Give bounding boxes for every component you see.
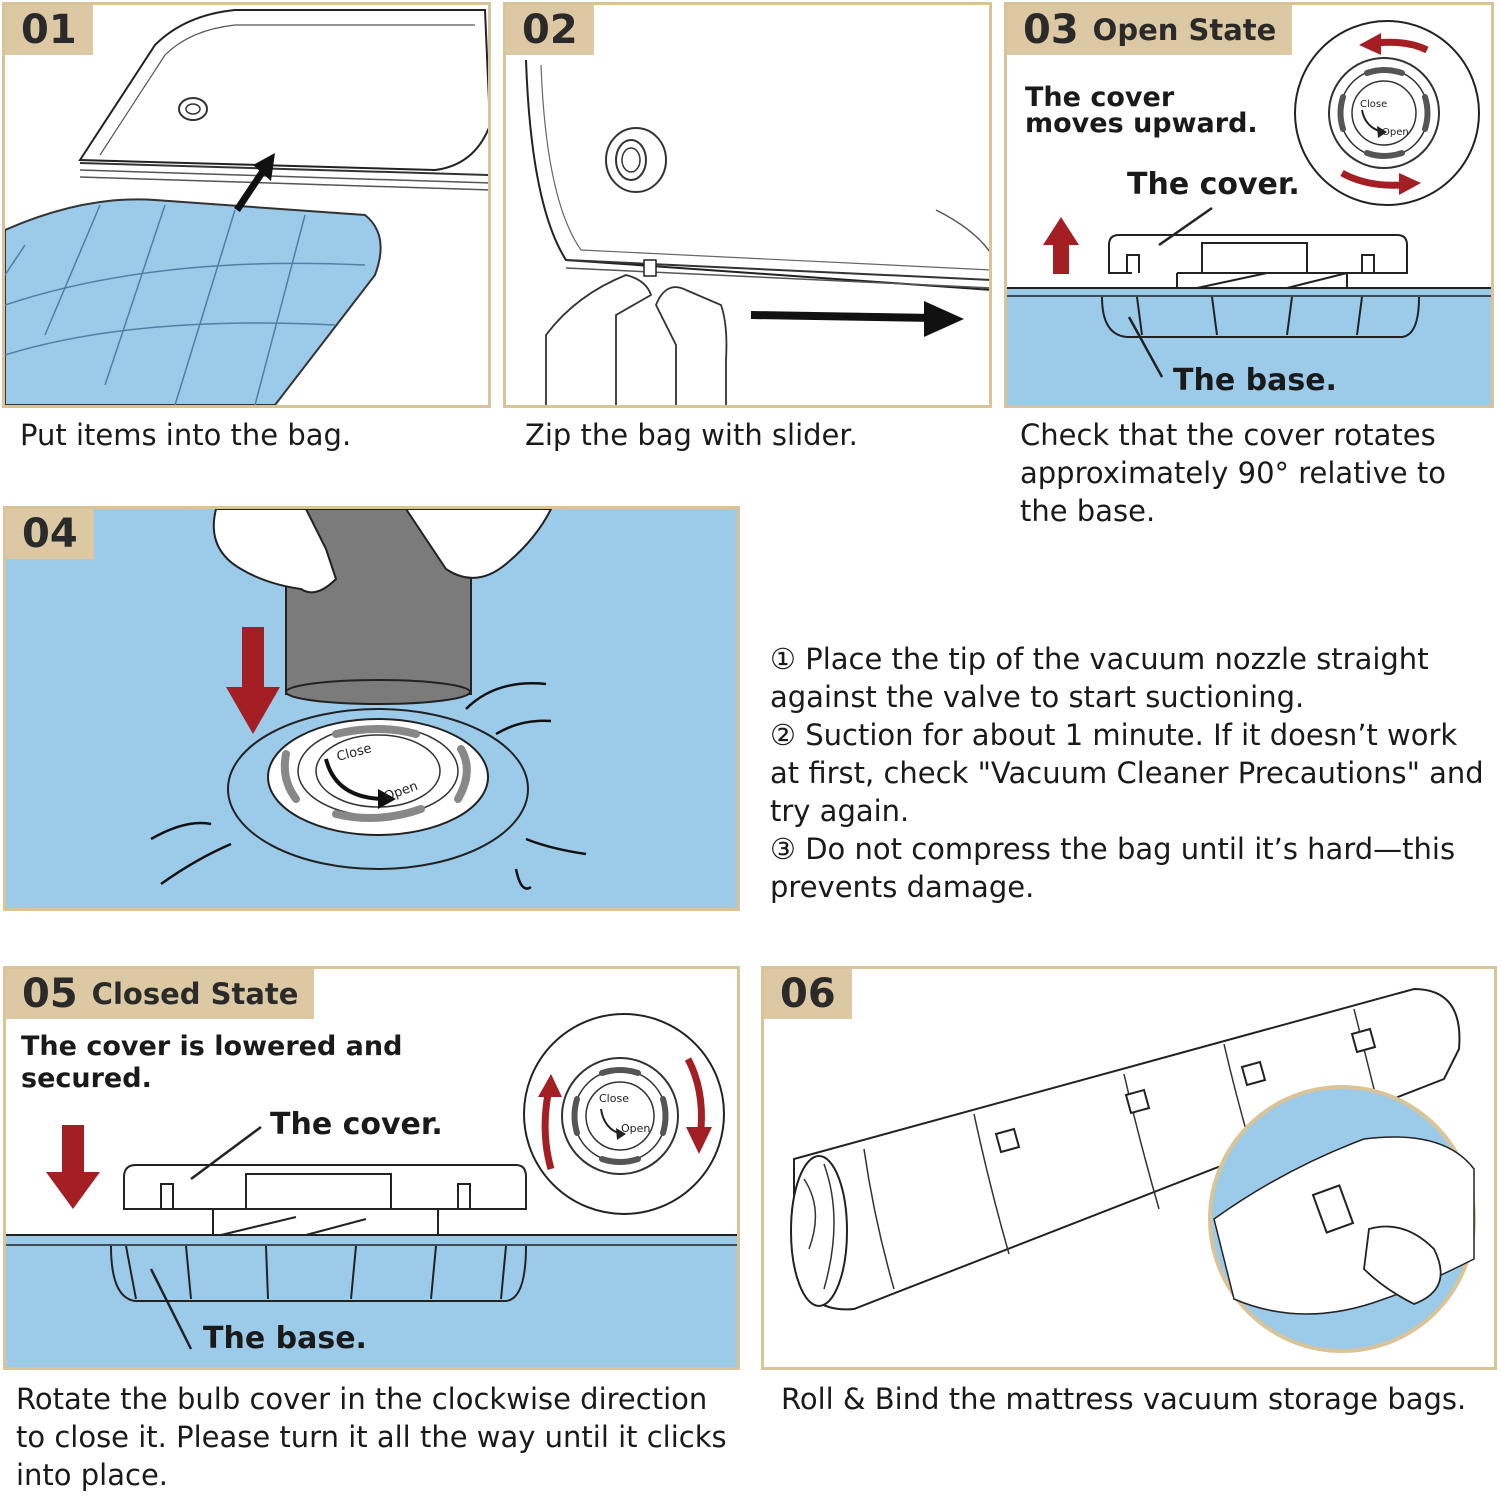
right-arrow-icon [924,301,964,337]
step-01-caption: Put items into the bag. [20,418,352,452]
panel-step-05: Close Open 05 Closed State The cover is l… [3,966,740,1370]
cover-label: The cover. [270,1107,443,1142]
step-02-caption: Zip the bag with slider. [525,418,858,452]
step-number: 03 Open State [1007,5,1293,55]
closed-state-illustration: Close Open [6,1013,737,1367]
cover-label: The cover. [1127,167,1300,202]
put-items-illustration [5,9,488,405]
panel-step-03: Close Open 03 Open State The cover moves … [1004,2,1494,408]
close-label: Close [599,1092,629,1105]
valve-rotation-diagram: Close Open [523,1013,725,1215]
step-number-text: 03 [1023,7,1079,53]
close-label: Close [1360,99,1387,110]
valve-rotation-diagram: Close Open [1294,20,1480,206]
down-arrow-icon [46,1125,100,1209]
instruction-3: ③ Do not compress the bag until it’s har… [770,832,1456,904]
instruction-2: ② Suction for about 1 minute. If it does… [770,718,1484,828]
step-number: 06 [764,969,852,1019]
panel-step-02: 02 [503,2,992,408]
up-arrow-icon [1043,217,1079,274]
zip-bag-illustration [525,59,989,405]
panel-step-01: 01 [2,2,491,408]
state-title: Open State [1092,13,1277,47]
step-06-caption: Roll & Bind the mattress vacuum storage … [781,1382,1467,1416]
step-number: 01 [5,5,93,55]
panel-step-06: 06 [761,966,1497,1370]
rotate-arrow-icon [378,789,396,809]
open-label: Open [621,1122,650,1135]
roll-and-bind-illustration [790,987,1476,1353]
step-05-caption: Rotate the bulb cover in the clockwise d… [16,1382,727,1492]
down-arrow-icon [226,627,280,734]
state-title: Closed State [91,977,299,1011]
cover-moves-note: The cover moves upward. [1025,82,1285,139]
step-number: 05 Closed State [6,969,315,1019]
open-label: Open [1382,127,1409,138]
instruction-1: ① Place the tip of the vacuum nozzle str… [770,642,1429,714]
step-number: 04 [6,509,94,559]
base-label: The base. [203,1321,367,1356]
cover-secured-note: The cover is lowered and secured. [21,1031,403,1094]
strap-buckle-zoom [1208,1085,1476,1353]
step-03-caption: Check that the cover rotates approximate… [1020,418,1446,528]
up-arrow-icon [253,153,275,181]
base-label: The base. [1173,363,1337,398]
note-line-1: The cover [1025,82,1175,113]
step-04-instructions: ① Place the tip of the vacuum nozzle str… [770,640,1495,906]
step-number: 02 [506,5,594,55]
step-number-text: 05 [22,971,78,1017]
vacuum-nozzle-illustration: Close Open [150,509,587,890]
note-line-2: moves upward. [1025,108,1258,139]
open-state-illustration: Close Open [1007,20,1491,405]
panel-step-04: Close Open 04 [3,506,740,911]
